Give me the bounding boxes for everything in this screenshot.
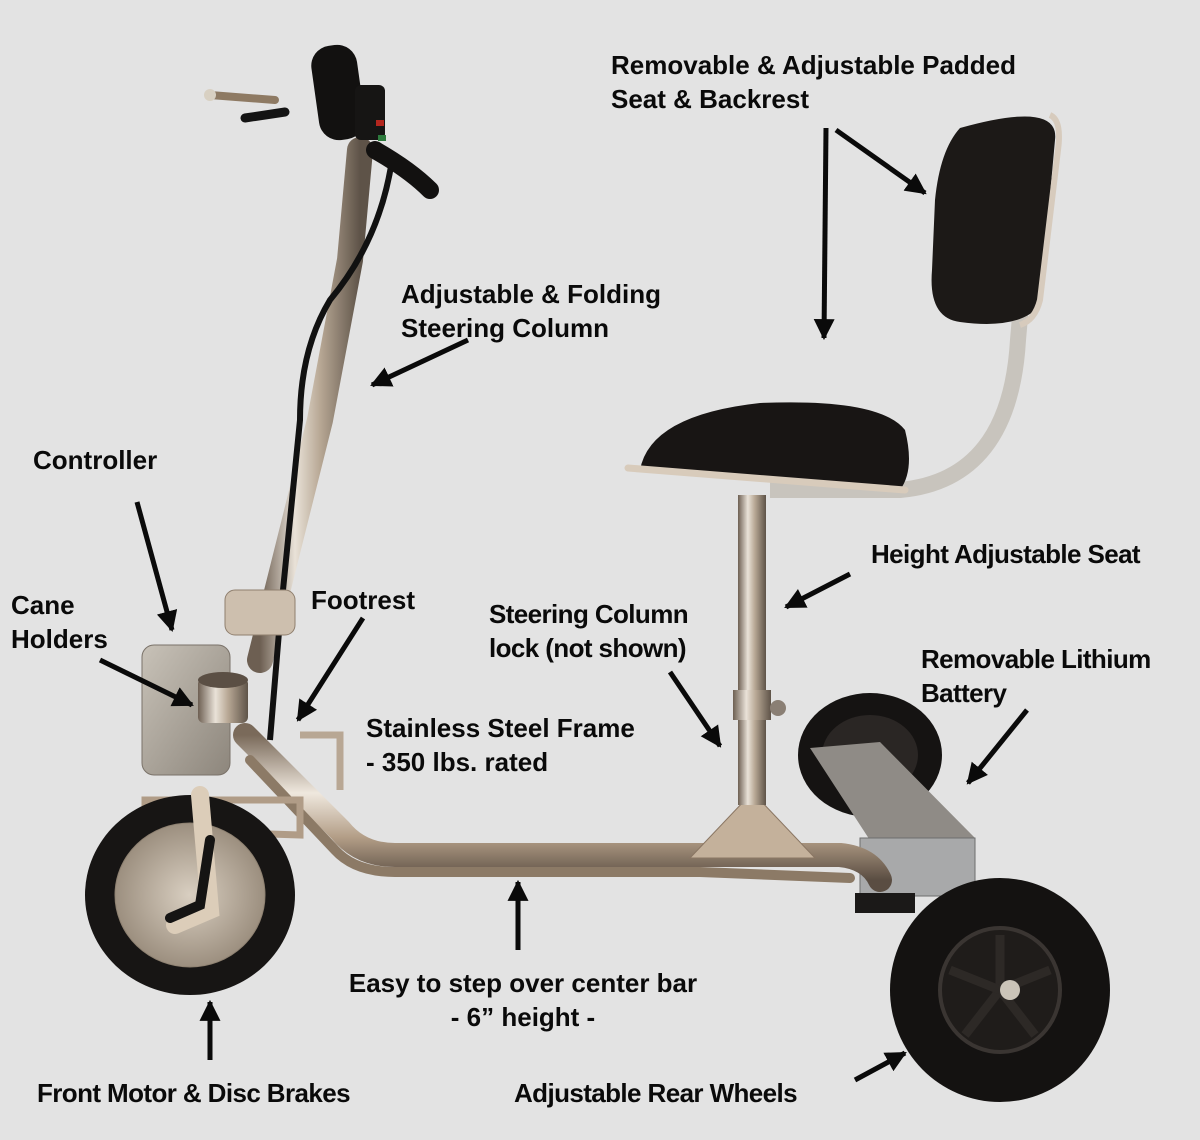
rear-wheel-near xyxy=(890,878,1110,1102)
label-line: Cane xyxy=(11,590,75,620)
stainless-steel-frame xyxy=(141,723,892,892)
label-line: Easy to step over center bar xyxy=(348,968,698,998)
label-height-adjustable-seat: Height Adjustable Seat xyxy=(871,537,1141,571)
label-line: - 350 lbs. rated xyxy=(366,747,549,777)
arrow-controller xyxy=(134,501,178,633)
label-front-motor: Front Motor & Disc Brakes xyxy=(37,1076,351,1110)
arrow-steering-lock xyxy=(667,670,723,748)
arrow-footrest xyxy=(295,616,366,722)
label-center-bar: Easy to step over center bar - 6” height… xyxy=(318,966,728,1034)
padded-seat xyxy=(624,402,909,494)
steering-column xyxy=(224,137,439,741)
lithium-battery xyxy=(810,742,976,913)
label-line: Footrest xyxy=(311,585,415,615)
label-lithium-battery: Removable Lithium Battery xyxy=(921,642,1151,710)
label-line: Holders xyxy=(11,624,108,654)
front-wheel-hub-motor xyxy=(85,786,295,995)
seat-post xyxy=(733,495,786,805)
arrow-seat-down xyxy=(813,127,835,341)
label-line: Adjustable & Folding xyxy=(401,279,661,309)
label-line: lock (not shown) xyxy=(489,633,687,663)
arrow-steering-column xyxy=(370,337,470,388)
label-line: Battery xyxy=(921,678,1007,708)
label-seat-backrest: Removable & Adjustable Padded Seat & Bac… xyxy=(611,48,1016,116)
label-steering-column-lock: Steering Column lock (not shown) xyxy=(489,597,689,665)
label-line: Front Motor & Disc Brakes xyxy=(37,1078,351,1108)
label-steering-column: Adjustable & Folding Steering Column xyxy=(401,277,661,345)
label-line: Adjustable Rear Wheels xyxy=(514,1078,798,1108)
backrest xyxy=(770,112,1062,498)
arrow-height-seat xyxy=(784,571,852,610)
arrow-rear-wheels xyxy=(853,1050,907,1083)
label-rear-wheels: Adjustable Rear Wheels xyxy=(514,1076,798,1110)
label-line: - 6” height - xyxy=(450,1002,596,1032)
label-controller: Controller xyxy=(33,443,157,477)
label-cane-holders: Cane Holders xyxy=(11,588,108,656)
label-line: Seat & Backrest xyxy=(611,84,809,114)
label-line: Removable & Adjustable Padded xyxy=(611,50,1017,80)
arrow-backrest xyxy=(834,127,927,196)
label-line: Steering Column xyxy=(489,599,689,629)
label-line: Height Adjustable Seat xyxy=(871,539,1141,569)
handlebar xyxy=(204,44,386,141)
label-line: Steering Column xyxy=(401,313,610,343)
label-line: Removable Lithium xyxy=(921,644,1151,674)
cane-holder xyxy=(198,672,248,723)
label-line: Stainless Steel Frame xyxy=(366,713,635,743)
label-footrest: Footrest xyxy=(311,583,415,617)
arrow-battery xyxy=(966,708,1029,785)
label-line: Controller xyxy=(33,445,158,475)
arrow-cane-holders xyxy=(98,657,194,708)
annotation-arrows xyxy=(98,127,1029,1083)
label-stainless-frame: Stainless Steel Frame - 350 lbs. rated xyxy=(366,711,635,779)
